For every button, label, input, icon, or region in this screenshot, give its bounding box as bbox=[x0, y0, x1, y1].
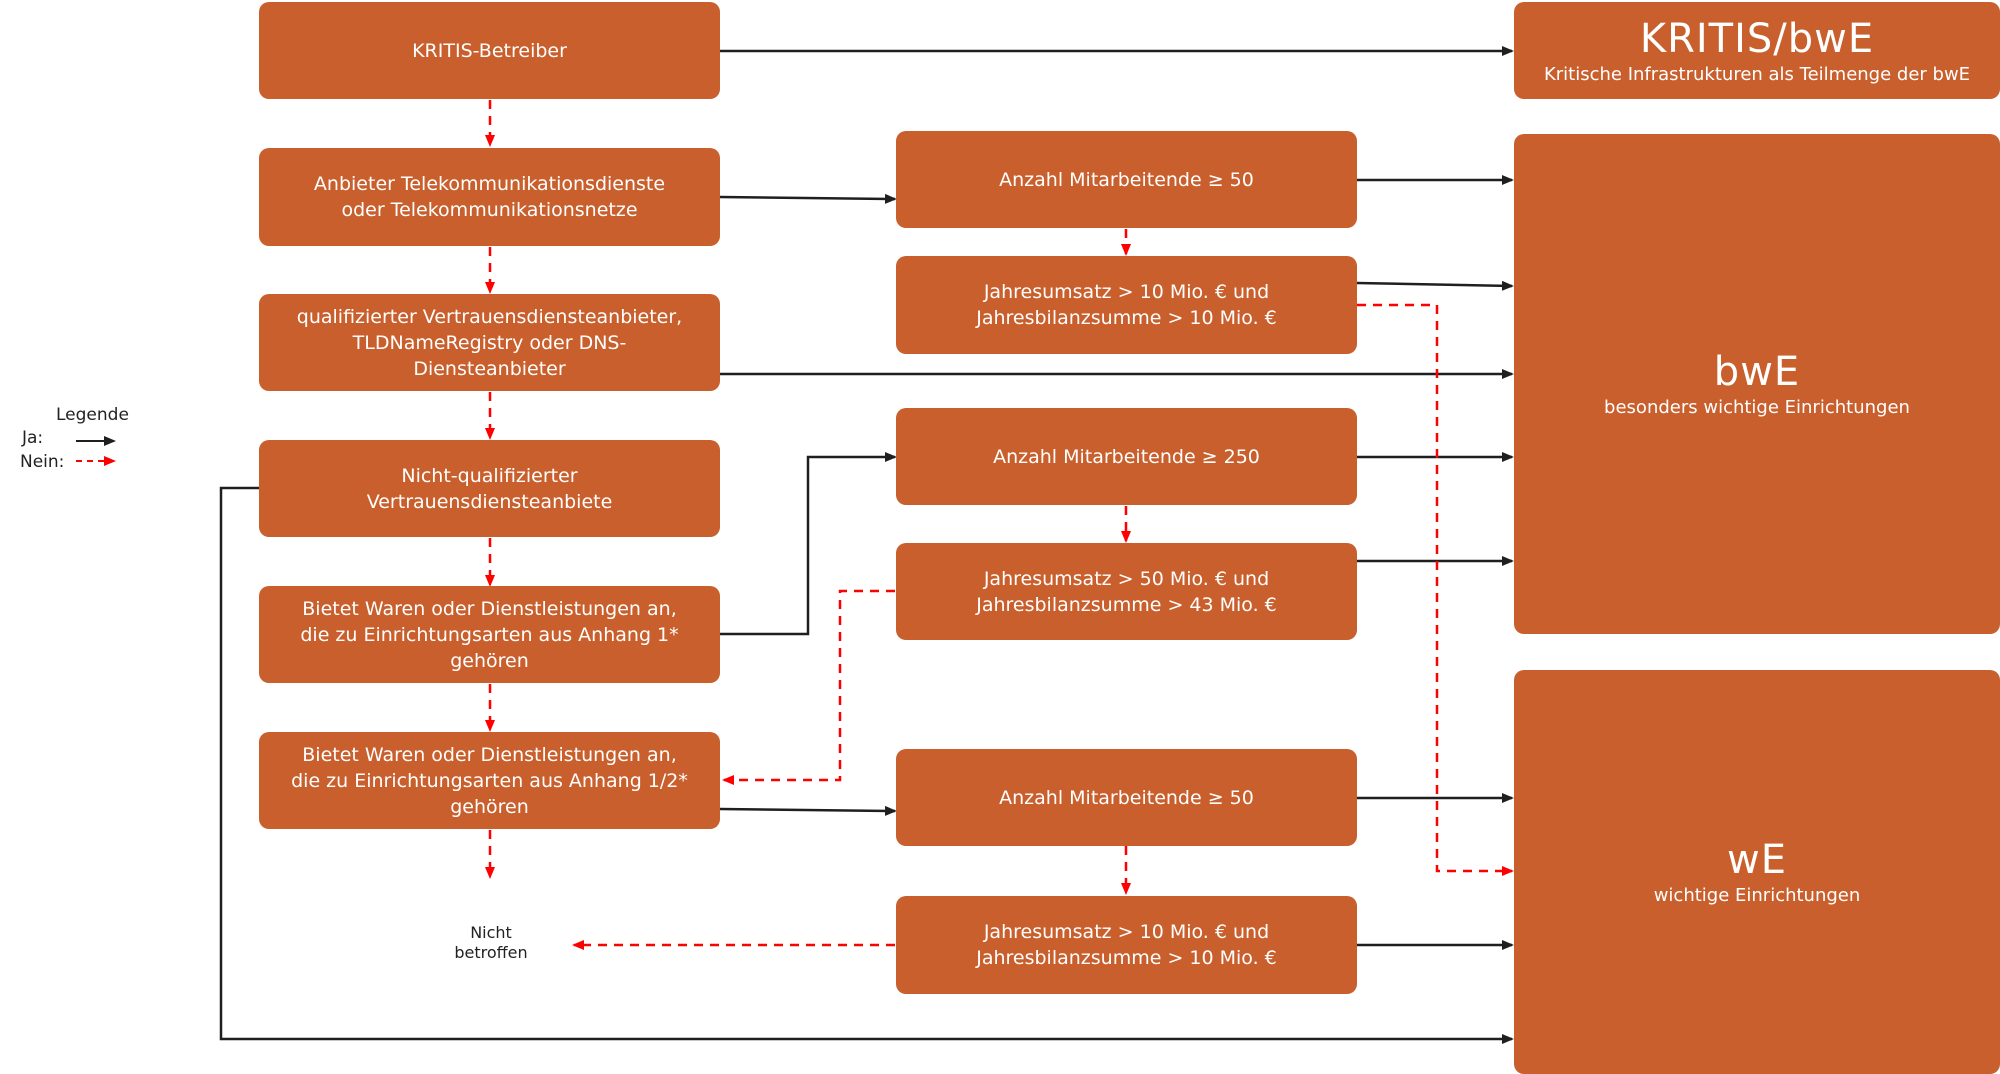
umsatz10b-line-1: Jahresumsatz > 10 Mio. € und bbox=[983, 921, 1270, 943]
umsatz-10-box-a: Jahresumsatz > 10 Mio. € und Jahresbilan… bbox=[896, 256, 1357, 354]
kritis-bwe-subtitle: Kritische Infrastrukturen als Teilmenge … bbox=[1543, 63, 1971, 85]
bwe-box: bwE besonders wichtige Einrichtungen bbox=[1514, 134, 2000, 634]
qual-line-3: Diensteanbieter bbox=[413, 357, 566, 380]
anhang12-line-1: Bietet Waren oder Dienstleistungen an, bbox=[302, 743, 677, 766]
ma50b-label: Anzahl Mitarbeitende ≥ 50 bbox=[999, 786, 1254, 809]
no-arrow-umsatz50 bbox=[722, 589, 895, 785]
nicht-betroffen-line-1: Nicht bbox=[470, 923, 512, 942]
qualifizierter-box: qualifizierter Vertrauensdiensteanbieter… bbox=[259, 294, 720, 391]
anhang1-line-2: die zu Einrichtungsarten aus Anhang 1* bbox=[300, 623, 679, 646]
anhang1-line-1: Bietet Waren oder Dienstleistungen an, bbox=[302, 597, 677, 620]
yes-arrow-anhang12 bbox=[719, 805, 897, 816]
mitarbeitende-50-box-b: Anzahl Mitarbeitende ≥ 50 bbox=[896, 749, 1357, 846]
bwe-title: bwE bbox=[1713, 349, 1801, 395]
umsatz10b-line-2: Jahresbilanzsumme > 10 Mio. € bbox=[976, 947, 1277, 969]
mitarbeitende-250-box: Anzahl Mitarbeitende ≥ 250 bbox=[896, 408, 1357, 505]
anhang12-box: Bietet Waren oder Dienstleistungen an, d… bbox=[259, 732, 720, 829]
legend-no-label: Nein: bbox=[20, 452, 65, 472]
legend-title: Legende bbox=[56, 405, 129, 425]
we-title: wE bbox=[1727, 837, 1787, 883]
umsatz-10-box-b: Jahresumsatz > 10 Mio. € und Jahresbilan… bbox=[896, 896, 1357, 994]
kritis-betreiber-label: KRITIS-Betreiber bbox=[412, 39, 567, 62]
qual-line-1: qualifizierter Vertrauensdiensteanbieter… bbox=[296, 305, 683, 328]
yes-arrow-anhang1 bbox=[720, 452, 897, 636]
ma250-label: Anzahl Mitarbeitende ≥ 250 bbox=[993, 445, 1260, 468]
nicht-qualifizierter-box: Nicht-qualifizierter Vertrauensdienstean… bbox=[259, 440, 720, 537]
anhang1-line-3: gehören bbox=[450, 649, 529, 672]
mitarbeitende-50-box-a: Anzahl Mitarbeitende ≥ 50 bbox=[896, 131, 1357, 228]
nichtqual-line-1: Nicht-qualifizierter bbox=[401, 464, 578, 487]
we-box: wE wichtige Einrichtungen bbox=[1514, 670, 2000, 1074]
umsatz-50-box: Jahresumsatz > 50 Mio. € und Jahresbilan… bbox=[896, 543, 1357, 640]
telekom-line-1: Anbieter Telekommunikationsdienste bbox=[313, 173, 666, 195]
umsatz50-line-1: Jahresumsatz > 50 Mio. € und bbox=[983, 567, 1270, 590]
yes-arrow-umsatz10a bbox=[1356, 280, 1514, 291]
anhang12-line-3: gehören bbox=[450, 795, 529, 818]
telekom-line-2: oder Telekommunikationsnetze bbox=[341, 199, 638, 221]
umsatz10a-line-1: Jahresumsatz > 10 Mio. € und bbox=[983, 281, 1270, 303]
yes-arrow-nichtqual bbox=[219, 486, 1514, 1044]
umsatz10a-line-2: Jahresbilanzsumme > 10 Mio. € bbox=[976, 307, 1277, 329]
ma50a-label: Anzahl Mitarbeitende ≥ 50 bbox=[999, 168, 1254, 191]
telekom-box: Anbieter Telekommunikationsdienste oder … bbox=[259, 148, 720, 246]
nichtqual-line-2: Vertrauensdiensteanbiete bbox=[366, 490, 613, 513]
legend-yes-label: Ja: bbox=[22, 428, 44, 448]
anhang12-line-2: die zu Einrichtungsarten aus Anhang 1/2* bbox=[291, 769, 688, 792]
nicht-betroffen-line-2: betroffen bbox=[454, 943, 528, 962]
bwe-subtitle: besonders wichtige Einrichtungen bbox=[1604, 397, 1910, 418]
kritis-betreiber-box: KRITIS-Betreiber bbox=[259, 2, 720, 99]
yes-arrow-telekom bbox=[719, 193, 897, 204]
anhang1-box: Bietet Waren oder Dienstleistungen an, d… bbox=[259, 586, 720, 683]
no-arrow-umsatz10a bbox=[1357, 303, 1514, 876]
we-subtitle: wichtige Einrichtungen bbox=[1653, 885, 1861, 906]
nicht-betroffen-label: Nicht betroffen bbox=[431, 923, 551, 963]
qual-line-2: TLDNameRegistry oder DNS- bbox=[352, 331, 627, 354]
kritis-bwe-title: KRITIS/bwE bbox=[1639, 15, 1875, 62]
kritis-bwe-box: KRITIS/bwE Kritische Infrastrukturen als… bbox=[1514, 2, 2000, 99]
umsatz50-line-2: Jahresbilanzsumme > 43 Mio. € bbox=[976, 593, 1277, 616]
